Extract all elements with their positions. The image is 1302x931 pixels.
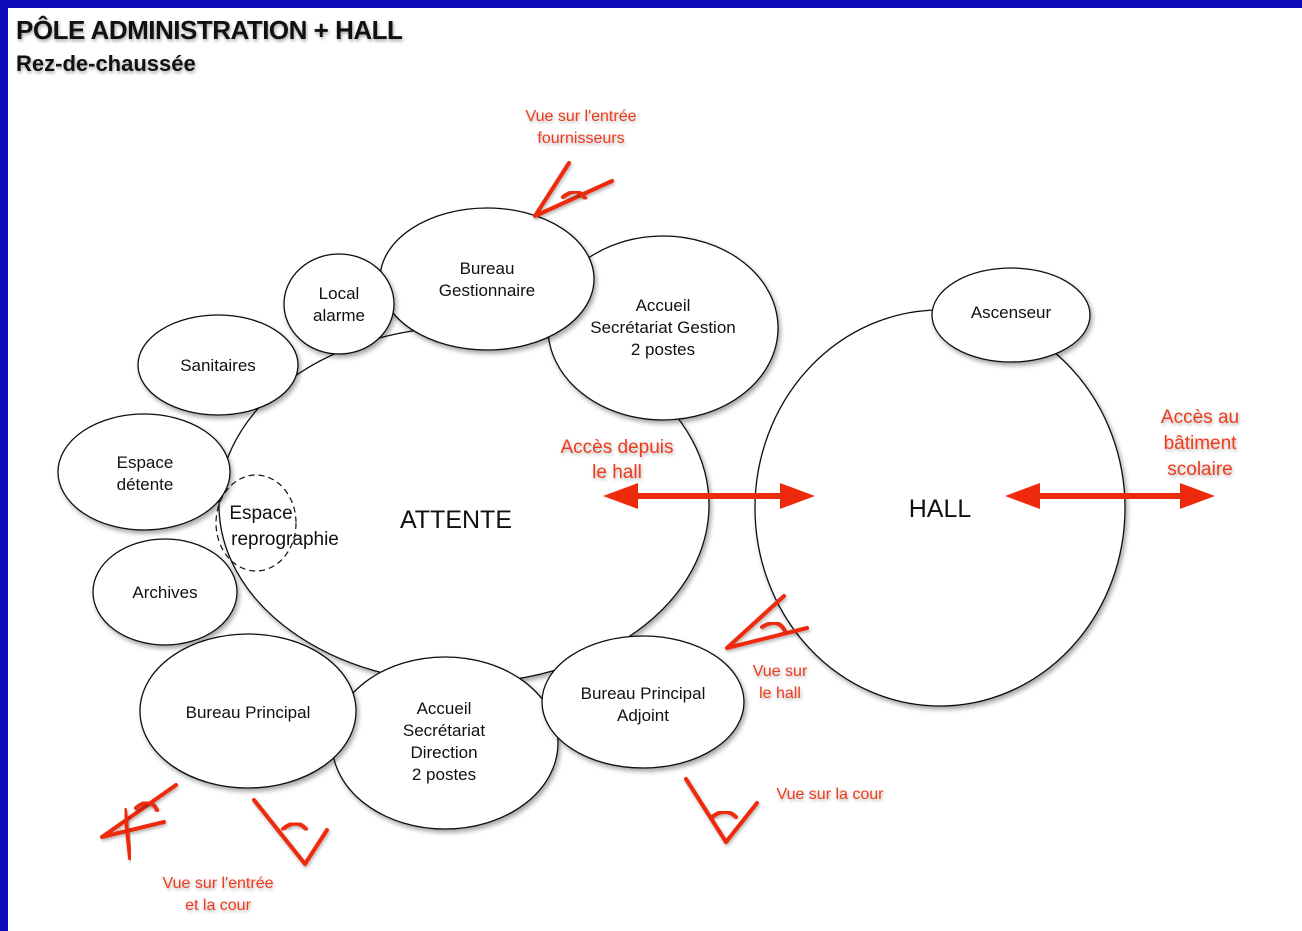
label-local-alarme: Local alarme [313, 284, 365, 325]
page-title: PÔLE ADMINISTRATION + HALL [16, 15, 403, 45]
svg-text:Sanitaires: Sanitaires [180, 356, 256, 375]
svg-text:2 postes: 2 postes [412, 765, 476, 784]
svg-text:détente: détente [117, 475, 174, 494]
room-ascenseur [931, 267, 1091, 363]
svg-text:2 postes: 2 postes [631, 340, 695, 359]
annotation-acces-hall: Accès depuis le hall [560, 437, 673, 483]
svg-text:Secrétariat: Secrétariat [403, 721, 485, 740]
label-hall: HALL [909, 495, 972, 523]
room-archives [92, 538, 238, 646]
svg-text:Vue sur: Vue sur [753, 663, 808, 680]
arrow-acces-batiment [1005, 483, 1215, 509]
svg-text:bâtiment: bâtiment [1164, 433, 1238, 454]
svg-text:Accueil: Accueil [636, 296, 691, 315]
room-bureau-gestionnaire [379, 207, 595, 351]
label-accueil-gestion: Accueil Secrétariat Gestion 2 postes [590, 296, 736, 359]
label-ascenseur: Ascenseur [971, 303, 1052, 322]
annotation-vue-cour: Vue sur la cour [776, 786, 884, 803]
label-bureau-principal: Bureau Principal [186, 703, 311, 722]
svg-text:ATTENTE: ATTENTE [400, 506, 512, 534]
label-accueil-direction: Accueil Secrétariat Direction 2 postes [403, 699, 485, 784]
svg-text:Ascenseur: Ascenseur [971, 303, 1052, 322]
room-espace-reprographie-outline [215, 474, 297, 572]
svg-text:Secrétariat Gestion: Secrétariat Gestion [590, 318, 736, 337]
svg-text:Bureau: Bureau [460, 259, 515, 278]
svg-text:Local: Local [319, 284, 360, 303]
svg-text:Bureau Principal: Bureau Principal [581, 684, 706, 703]
view-icon-entree-1 [100, 783, 178, 839]
label-bureau-gestionnaire: Bureau Gestionnaire [439, 259, 535, 300]
room-bureau-principal [139, 633, 357, 789]
svg-text:Accès au: Accès au [1161, 407, 1239, 428]
svg-text:Accès depuis: Accès depuis [560, 437, 673, 458]
svg-text:Archives: Archives [132, 583, 197, 602]
label-attente: ATTENTE [400, 506, 512, 534]
svg-text:et la cour: et la cour [185, 897, 251, 914]
label-bureau-principal-adjoint: Bureau Principal Adjoint [581, 684, 706, 725]
view-icon-hall [725, 594, 809, 650]
label-archives: Archives [132, 583, 197, 602]
svg-text:Accueil: Accueil [417, 699, 472, 718]
svg-text:fournisseurs: fournisseurs [537, 130, 624, 147]
svg-text:Gestionnaire: Gestionnaire [439, 281, 535, 300]
annotation-vue-hall: Vue sur le hall [753, 663, 808, 702]
svg-text:HALL: HALL [909, 495, 972, 523]
svg-text:Vue sur l'entrée: Vue sur l'entrée [163, 875, 274, 892]
label-espace-reprographie: Espace reprographie [229, 503, 339, 550]
annotation-acces-batiment: Accès au bâtiment scolaire [1161, 407, 1239, 480]
room-bureau-principal-adjoint [541, 635, 745, 769]
svg-text:Adjoint: Adjoint [617, 706, 669, 725]
label-espace-detente: Espace détente [117, 453, 174, 494]
svg-text:Vue sur l'entrée: Vue sur l'entrée [526, 108, 637, 125]
svg-text:Direction: Direction [410, 743, 477, 762]
page-subtitle: Rez-de-chaussée [16, 51, 196, 76]
label-sanitaires: Sanitaires [180, 356, 256, 375]
svg-text:le hall: le hall [592, 462, 642, 483]
svg-text:Espace: Espace [117, 453, 174, 472]
room-sanitaires [137, 314, 299, 416]
svg-text:reprographie: reprographie [231, 529, 339, 550]
view-icon-entree-3 [252, 798, 329, 866]
room-local-alarme [283, 253, 395, 355]
arrow-acces-depuis-hall [603, 483, 815, 509]
svg-text:le hall: le hall [759, 685, 801, 702]
view-icon-fournisseurs [533, 161, 614, 218]
svg-text:scolaire: scolaire [1167, 459, 1232, 480]
svg-text:alarme: alarme [313, 306, 365, 325]
svg-text:Espace: Espace [229, 503, 292, 524]
view-icon-cour [684, 777, 759, 844]
svg-text:Vue sur la cour: Vue sur la cour [776, 786, 884, 803]
annotation-vue-entree-cour: Vue sur l'entrée et la cour [163, 875, 274, 914]
annotation-vue-fournisseurs: Vue sur l'entrée fournisseurs [526, 108, 637, 147]
view-icon-entree-2 [123, 808, 132, 860]
svg-text:Bureau Principal: Bureau Principal [186, 703, 311, 722]
room-espace-detente [57, 413, 231, 531]
